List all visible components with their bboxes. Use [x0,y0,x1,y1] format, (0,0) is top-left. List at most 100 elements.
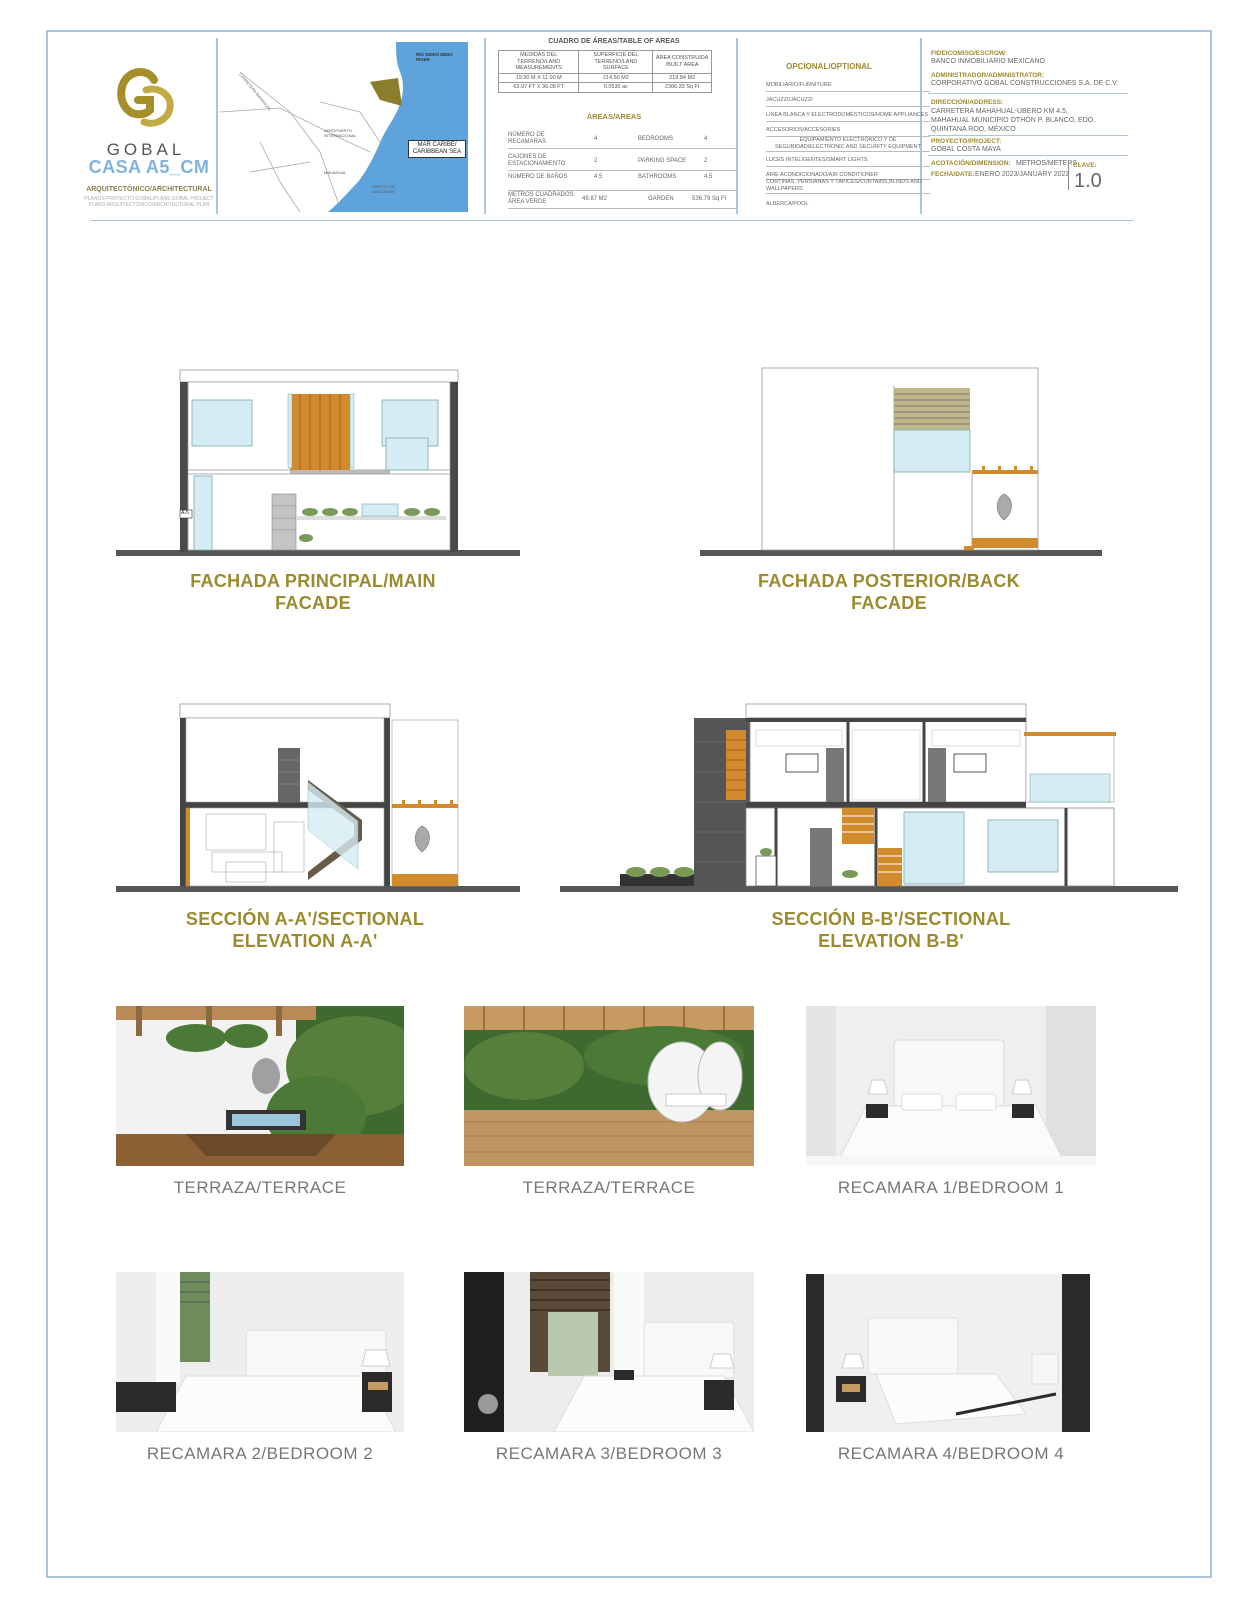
area-row-value: 2 [594,158,598,164]
areas-header-cell: MEDIDAS DEL TERRENO/LAND MEASUREMENTS [497,50,580,74]
divider [216,38,218,214]
area-row-value: 4 [704,136,708,142]
bedroom-3-photo [464,1272,754,1432]
key-value: 1.0 [1074,170,1102,192]
key-divider [1068,160,1069,190]
back-facade-caption: FACHADA POSTERIOR/BACK FACADE [726,570,1052,614]
photo-caption: TERRAZA/TERRACE [522,1178,696,1197]
area-row-en: PARKING SPACE [638,158,687,164]
caption-line: SECCIÓN B-B'/SECTIONAL [771,909,1011,929]
section-a-caption: SECCIÓN A-A'/SECTIONAL ELEVATION A-A' [140,908,470,952]
caption-line: FACADE [275,593,351,613]
plan-line: PLANOS PROYECTO GOBAL/PLANS GOBAL PROJEC… [84,196,214,202]
map-river-label: RÍO INDIO/ INDIO RIVER [416,52,453,62]
terrace-photo-2 [464,1006,754,1166]
date-label: FECHA/DATE: [931,171,975,178]
address-line: CARRETERA MAHAHUAL-UBERO KM 4.5, [931,108,1068,115]
optional-item: EQUIPAMIENTO ELECTRÓNICO Y DE SEGURIDAD/… [766,137,930,152]
map-sea-label: MAR CARIBE/ CARIBBEAN SEA [408,140,466,158]
photo-caption: RECAMARA 4/BEDROOM 4 [837,1444,1065,1463]
info-divider [928,93,1128,94]
photo-caption: TERRAZA/TERRACE [173,1178,347,1197]
area-row: NÚMERO DE RECAMARAS 4 BEDROOMS 4 [508,130,736,149]
areas-cell: 0.0530 ac [578,82,654,93]
optional-item: MOBILIARIO/FURNITURE [766,82,930,92]
area-row-value: 49.87 M2 [582,196,608,202]
date-value: ENERO 2023/JANUARY 2023 [975,171,1070,178]
area-row-en: GARDEN [648,196,674,202]
caption-line: FACHADA POSTERIOR/BACK [758,571,1020,591]
plan-line: PLANO ARQUITECTÓNICO/ARCHITECTURAL PLAN [88,202,210,208]
area-row-es: NÚMERO DE RECAMARAS [508,132,547,145]
dimension-value: METROS/METERS [1016,160,1078,167]
areas-header-cell: SUPERFICIE DEL TERRENO/LAND SURFACE [578,50,654,74]
escrow-value: BANCO INMOBILIARIO MEXICANO [931,58,1045,65]
dimension-label: ACOTACIÓN/DIMENSION: [931,160,1011,167]
areas-cell: 214.50 M2 [578,72,654,83]
area-row: METROS CUADRADOS ÁREA VERDE 49.87 M2 GAR… [508,190,736,209]
section-b-caption: SECCIÓN B-B'/SECTIONAL ELEVATION B-B' [726,908,1056,952]
photo-caption: RECAMARA 2/BEDROOM 2 [146,1444,374,1463]
sheet-border [46,30,1212,1578]
optional-item: ALBERCA/POOL [766,201,809,207]
divider [484,38,486,214]
project-value: GOBAL COSTA MAYA [931,146,1001,153]
info-divider [928,135,1128,136]
map-airport-label: AEROPUERTO INTERNACIONAL [324,128,357,138]
map-town-label: MAHAHUAL [324,170,347,175]
areas-cell: 2366.33 Sq Ft [652,82,712,93]
caption-line: FACADE [851,593,927,613]
admin-value: CORPORATIVO GOBAL CONSTRUCCIONES S.A. DE… [931,80,1119,87]
address-line: MAHAHUAL MUNICIPIO OTHÓN P. BLANCO, EDO. [931,117,1096,124]
caption-line: ELEVATION A-A' [232,931,378,951]
bedroom-1-photo [806,1006,1096,1166]
section-b-drawing [560,702,1180,898]
admin-label: ADMINISTRADOR/ADMINISTRATOR: [931,72,1045,79]
map-port-label: PUERTO DE CRUCEROS [372,184,396,194]
photo-caption: RECAMARA 1/BEDROOM 1 [837,1178,1065,1197]
areas-subtitle: ÁREAS/AREAS [586,112,642,121]
drawing-tag: A-5 [181,510,189,516]
main-facade-caption: FACHADA PRINCIPAL/MAIN FACADE [150,570,476,614]
caption-line: ELEVATION B-B' [818,931,964,951]
back-facade-drawing [700,366,1104,562]
optional-item: ACCESORIOS/ACCESORIES [766,127,930,137]
areas-header-cell: ÁREA CONSTRUIDA /BUILT AREA [652,50,712,74]
brand-name: GOBAL [106,140,186,159]
optional-item: AIRE ACONDICIONADO/AIR CONDITIONER [766,172,930,180]
divider [920,38,922,214]
info-divider [928,155,1128,156]
areas-cell: 219.84 M2 [652,72,712,83]
area-row-value: 4.5 [594,174,603,180]
areas-cell: 19.50 M X 11.00 M [497,72,580,83]
area-row-es: CAJONES DE ESTACIONAMIENTO [508,154,566,167]
key-label: CLAVE: [1073,162,1097,169]
section-a-drawing [116,702,522,898]
area-row-es: METROS CUADRADOS ÁREA VERDE [508,192,574,205]
bedroom-2-photo [116,1272,404,1432]
caption-line: SECCIÓN A-A'/SECTIONAL [185,909,425,929]
project-label: PROYECTO/PROJECT: [931,138,1002,145]
area-row: CAJONES DE ESTACIONAMIENTO 2 PARKING SPA… [508,152,736,171]
escrow-label: FIDEICOMISO/ESCROW: [931,50,1008,57]
photo-caption: RECAMARA 3/BEDROOM 3 [495,1444,723,1463]
optional-title: OPCIONAL/OPTIONAL [786,62,872,71]
optional-item: LUCES INTELIGENTES/SMART LIGHTS [766,157,930,167]
area-row-en: BATHROOMS [638,174,677,180]
area-row-value: 4 [594,136,598,142]
location-map: RÍO INDIO/ INDIO RIVER MAR CARIBE/ CARIB… [220,42,468,212]
gobal-logo-icon [110,66,180,132]
main-facade-drawing: A-5 [116,366,522,562]
area-row-value: 4.5 [704,174,713,180]
area-row: NÚMERO DE BAÑOS 4.5 BATHROOMS 4.5 [508,172,736,191]
area-row-es: NÚMERO DE BAÑOS [508,174,568,180]
address-label: DIRECCIÓN/ADDRESS: [931,99,1004,106]
address-line: QUINTANA ROO, MÉXICO [931,126,1016,133]
divider [736,38,738,214]
project-code: CASA A5_CM [88,157,210,177]
discipline-label: ARQUITECTÓNICO/ARCHITECTURAL [86,186,212,193]
terrace-photo-1 [116,1006,404,1166]
areas-table-title: CUADRO DE ÁREAS/TABLE OF AREAS [548,38,680,45]
areas-cell: 63.97 FT X 36.08 FT [497,82,580,93]
area-row-value: 536.79 Sq Ft [692,196,727,202]
